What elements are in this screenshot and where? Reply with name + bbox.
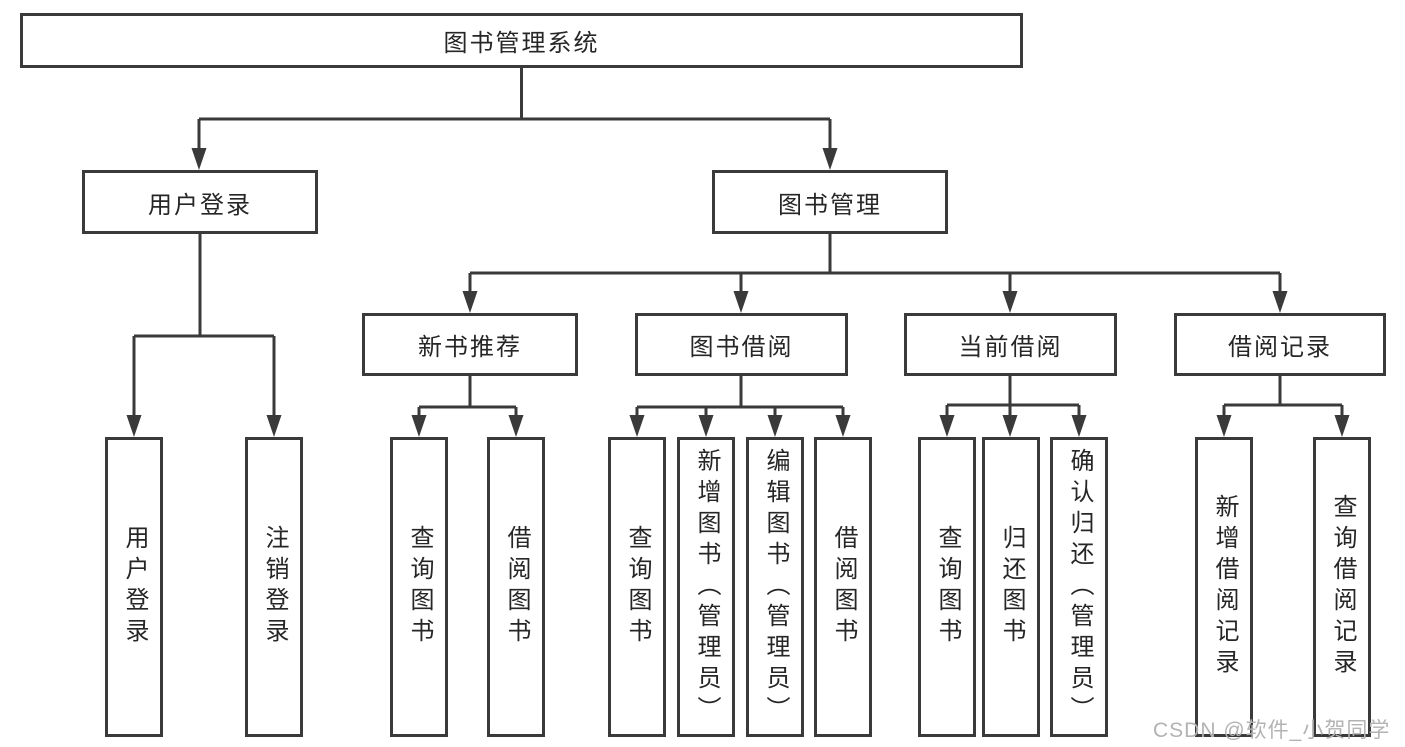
leaf-logout: 注销登录 bbox=[245, 437, 303, 737]
node-label: 新增图书（管理员） bbox=[693, 447, 720, 727]
node-book-management: 图书管理 bbox=[712, 170, 948, 234]
node-label: 查询图书 bbox=[624, 525, 651, 649]
csdn-watermark: CSDN @软件_小贺同学 bbox=[1153, 719, 1391, 742]
node-current-borrow: 当前借阅 bbox=[904, 313, 1117, 376]
leaf-query-books-borrow: 查询图书 bbox=[608, 437, 666, 737]
node-new-book-recommend: 新书推荐 bbox=[362, 313, 578, 376]
node-label: 新书推荐 bbox=[418, 334, 522, 361]
leaf-query-borrow-record: 查询借阅记录 bbox=[1313, 437, 1371, 737]
connector-user-login-children bbox=[132, 234, 276, 419]
leaf-edit-books-admin: 编辑图书（管理员） bbox=[746, 437, 804, 737]
connector-book-borrow-children bbox=[635, 376, 845, 419]
connector-new-book-recommend-children bbox=[417, 376, 518, 419]
node-user-login: 用户登录 bbox=[82, 170, 318, 234]
connector-book-management-children bbox=[468, 234, 1282, 295]
leaf-add-borrow-record: 新增借阅记录 bbox=[1195, 437, 1253, 737]
connector-borrow-records-children bbox=[1222, 376, 1344, 419]
node-label: 借阅图书 bbox=[830, 525, 857, 649]
node-label: 查询图书 bbox=[934, 525, 961, 649]
node-label: 编辑图书（管理员） bbox=[762, 447, 789, 727]
leaf-query-books-recommend: 查询图书 bbox=[390, 437, 448, 737]
leaf-borrow-books-recommend: 借阅图书 bbox=[487, 437, 545, 737]
node-label: 确认归还（管理员） bbox=[1066, 447, 1093, 727]
node-label: 借阅记录 bbox=[1228, 334, 1332, 361]
node-label: 注销登录 bbox=[261, 525, 288, 649]
node-label: 用户登录 bbox=[148, 191, 252, 219]
leaf-user-login: 用户登录 bbox=[105, 437, 163, 737]
leaf-add-books-admin: 新增图书（管理员） bbox=[677, 437, 735, 737]
leaf-return-books: 归还图书 bbox=[982, 437, 1040, 737]
node-label: 查询图书 bbox=[406, 525, 433, 649]
node-label: 当前借阅 bbox=[958, 334, 1063, 361]
node-label: 图书管理系统 bbox=[443, 30, 600, 57]
node-book-borrow: 图书借阅 bbox=[635, 313, 848, 376]
leaf-query-books-current: 查询图书 bbox=[918, 437, 976, 737]
node-label: 新增借阅记录 bbox=[1211, 494, 1238, 680]
leaf-confirm-return-admin: 确认归还（管理员） bbox=[1050, 437, 1108, 737]
node-label: 查询借阅记录 bbox=[1329, 494, 1356, 680]
leaf-borrow-books: 借阅图书 bbox=[814, 437, 872, 737]
node-library-management-system: 图书管理系统 bbox=[20, 13, 1023, 68]
connector-current-borrow-children bbox=[945, 376, 1081, 419]
node-label: 归还图书 bbox=[998, 525, 1025, 649]
arrowheads bbox=[126, 148, 1350, 437]
connector-root-to-level2 bbox=[197, 68, 832, 152]
node-borrow-records: 借阅记录 bbox=[1174, 313, 1386, 376]
node-label: 借阅图书 bbox=[503, 525, 530, 649]
node-label: 图书管理 bbox=[778, 191, 882, 219]
node-label: 用户登录 bbox=[121, 525, 148, 649]
node-label: 图书借阅 bbox=[689, 334, 794, 361]
